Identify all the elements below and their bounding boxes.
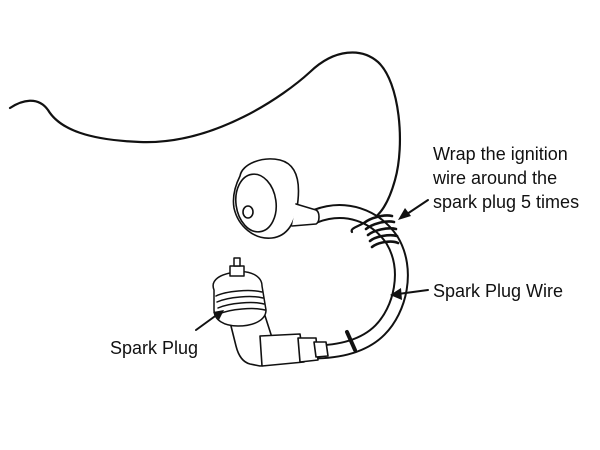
coil-wraps (362, 214, 400, 249)
wrap-3 (366, 227, 398, 237)
arrowhead-wrap (398, 208, 411, 220)
wrap-5 (370, 240, 400, 249)
arrow-plug (195, 313, 219, 331)
wrap-instruction-label: Wrap the ignition wire around the spark … (433, 142, 579, 214)
wrap-2 (364, 220, 396, 231)
wrap-1 (362, 214, 394, 225)
arrowhead-wire (390, 288, 402, 300)
ignition-wire (8, 51, 402, 222)
wrap-instruction-line2: wire around the (433, 168, 558, 188)
wrap-instruction-line1: Wrap the ignition (433, 144, 568, 164)
spark-plug-wire-label: Spark Plug Wire (433, 281, 564, 301)
wrap-4 (368, 233, 399, 243)
wire-band (345, 330, 357, 352)
coil-cap (232, 158, 320, 239)
spark-plug (212, 257, 267, 327)
arrowhead-plug (213, 310, 224, 320)
wrap-instruction-line3: spark plug 5 times (433, 192, 580, 212)
ignition-wire-tail (350, 222, 364, 234)
arrow-wire (397, 289, 429, 295)
spark-plug-label: Spark Plug (110, 338, 199, 358)
